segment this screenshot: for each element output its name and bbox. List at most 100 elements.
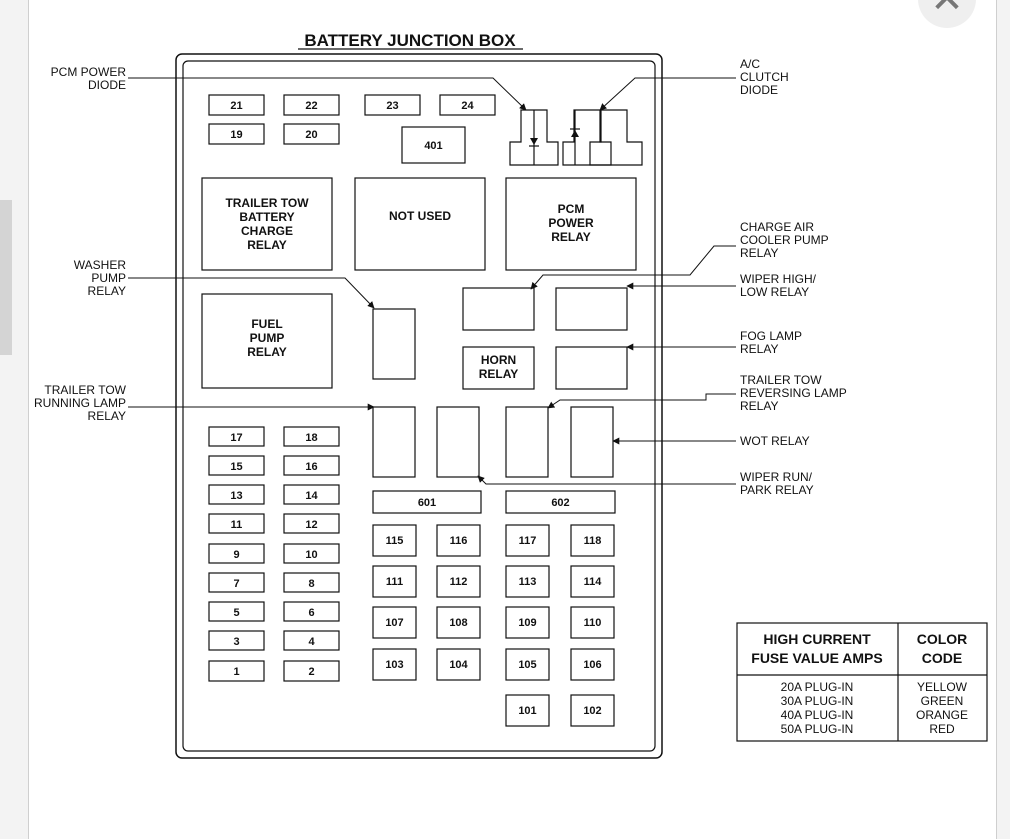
svg-text:RUNNING LAMP: RUNNING LAMP bbox=[34, 396, 126, 410]
svg-text:WIPER RUN/: WIPER RUN/ bbox=[740, 470, 813, 484]
horn-relay: HORN RELAY bbox=[462, 346, 535, 390]
svg-text:RELAY: RELAY bbox=[88, 284, 126, 298]
svg-text:16: 16 bbox=[305, 461, 317, 473]
fuse-15: 15 bbox=[208, 455, 265, 476]
fuse-113: 113 bbox=[505, 565, 550, 598]
fuse-10: 10 bbox=[283, 543, 340, 564]
fuse-103: 103 bbox=[372, 648, 417, 681]
callout-trailer-tow-reversing-lamp-relay: TRAILER TOW REVERSING LAMP RELAY bbox=[740, 373, 847, 413]
svg-text:19: 19 bbox=[230, 129, 242, 141]
svg-text:PUMP: PUMP bbox=[91, 271, 126, 285]
svg-text:RELAY: RELAY bbox=[247, 345, 287, 359]
fuse-6: 6 bbox=[283, 601, 340, 622]
callout-wot-relay: WOT RELAY bbox=[740, 434, 810, 448]
svg-text:WOT RELAY: WOT RELAY bbox=[740, 434, 810, 448]
svg-text:CODE: CODE bbox=[922, 650, 962, 666]
callout-wiper-run-park-relay: WIPER RUN/ PARK RELAY bbox=[740, 470, 814, 497]
svg-text:102: 102 bbox=[583, 705, 601, 717]
fuse-112: 112 bbox=[436, 565, 481, 598]
svg-text:111: 111 bbox=[386, 576, 403, 588]
fuse-107: 107 bbox=[372, 606, 417, 639]
svg-text:RED: RED bbox=[929, 722, 955, 736]
fuse-18: 18 bbox=[283, 426, 340, 447]
svg-text:8: 8 bbox=[308, 578, 314, 590]
svg-text:24: 24 bbox=[461, 100, 474, 112]
fuse-602: 602 bbox=[505, 490, 616, 514]
svg-text:RELAY: RELAY bbox=[740, 399, 778, 413]
svg-text:TRAILER TOW: TRAILER TOW bbox=[740, 373, 822, 387]
svg-text:A/C: A/C bbox=[740, 57, 760, 71]
svg-text:ORANGE: ORANGE bbox=[916, 708, 968, 722]
svg-text:CHARGE: CHARGE bbox=[241, 224, 293, 238]
not-used-relay: NOT USED bbox=[354, 177, 486, 271]
svg-text:9: 9 bbox=[233, 549, 239, 561]
fuse-19: 19 bbox=[208, 123, 265, 145]
svg-text:WASHER: WASHER bbox=[74, 258, 127, 272]
fuse-11: 11 bbox=[208, 513, 265, 534]
callout-trailer-tow-running-lamp-relay: TRAILER TOW RUNNING LAMP RELAY bbox=[34, 383, 127, 423]
fuse-9: 9 bbox=[208, 543, 265, 564]
leader-pcm-power-diode bbox=[128, 77, 527, 111]
svg-text:LOW RELAY: LOW RELAY bbox=[740, 285, 809, 299]
svg-text:116: 116 bbox=[450, 535, 468, 547]
pcm-power-relay: PCM POWER RELAY bbox=[505, 177, 637, 271]
washer-pump-relay bbox=[372, 308, 416, 380]
fuse-12: 12 bbox=[283, 513, 340, 534]
callout-fog-lamp-relay: FOG LAMP RELAY bbox=[740, 329, 802, 356]
svg-text:BATTERY: BATTERY bbox=[239, 210, 294, 224]
svg-text:RELAY: RELAY bbox=[247, 238, 287, 252]
fuse-14: 14 bbox=[283, 484, 340, 505]
svg-text:5: 5 bbox=[233, 607, 239, 619]
svg-text:50A PLUG-IN: 50A PLUG-IN bbox=[781, 722, 854, 736]
svg-text:1: 1 bbox=[233, 666, 239, 678]
svg-text:10: 10 bbox=[305, 549, 317, 561]
junction-box-inner bbox=[182, 60, 656, 752]
fuse-13: 13 bbox=[208, 484, 265, 505]
legend-header-color: COLOR bbox=[917, 631, 968, 647]
fuse-108: 108 bbox=[436, 606, 481, 639]
svg-text:18: 18 bbox=[305, 432, 317, 444]
fuse-23: 23 bbox=[364, 94, 421, 116]
fuse-601: 601 bbox=[372, 490, 482, 514]
wot-relay bbox=[570, 406, 614, 478]
callout-pcm-power-diode: PCM POWER DIODE bbox=[51, 65, 127, 92]
fuse-16: 16 bbox=[283, 455, 340, 476]
svg-text:101: 101 bbox=[518, 705, 536, 717]
svg-text:30A PLUG-IN: 30A PLUG-IN bbox=[781, 694, 854, 708]
fuse-111: 111 bbox=[372, 565, 417, 598]
wiper-run-park-relay bbox=[436, 406, 480, 478]
svg-text:601: 601 bbox=[418, 497, 436, 509]
leader-charge-air-cooler-pump-relay bbox=[530, 245, 736, 290]
svg-text:22: 22 bbox=[305, 100, 317, 112]
svg-text:YELLOW: YELLOW bbox=[917, 680, 968, 694]
callout-charge-air-cooler-pump-relay: CHARGE AIR COOLER PUMP RELAY bbox=[740, 220, 829, 260]
svg-text:REVERSING LAMP: REVERSING LAMP bbox=[740, 386, 847, 400]
svg-text:113: 113 bbox=[519, 576, 537, 588]
svg-text:RELAY: RELAY bbox=[740, 246, 778, 260]
svg-text:107: 107 bbox=[385, 617, 403, 629]
fuse-102: 102 bbox=[570, 694, 615, 727]
fuse-21: 21 bbox=[208, 94, 265, 116]
svg-text:7: 7 bbox=[233, 578, 239, 590]
svg-text:RELAY: RELAY bbox=[551, 230, 591, 244]
fuse-117: 117 bbox=[505, 524, 550, 557]
svg-text:RELAY: RELAY bbox=[740, 342, 778, 356]
svg-text:COOLER PUMP: COOLER PUMP bbox=[740, 233, 829, 247]
callout-wiper-high-low-relay: WIPER HIGH/ LOW RELAY bbox=[740, 272, 817, 299]
svg-text:118: 118 bbox=[584, 535, 602, 547]
svg-text:RELAY: RELAY bbox=[88, 409, 126, 423]
svg-text:117: 117 bbox=[519, 535, 537, 547]
svg-text:13: 13 bbox=[230, 490, 242, 502]
fuse-118: 118 bbox=[570, 524, 615, 557]
svg-text:PARK RELAY: PARK RELAY bbox=[740, 483, 814, 497]
svg-text:CLUTCH: CLUTCH bbox=[740, 70, 789, 84]
svg-text:23: 23 bbox=[386, 100, 398, 112]
fuse-legend-table: HIGH CURRENT FUSE VALUE AMPS COLOR CODE … bbox=[736, 622, 988, 742]
svg-text:40A PLUG-IN: 40A PLUG-IN bbox=[781, 708, 854, 722]
svg-text:2: 2 bbox=[308, 666, 314, 678]
svg-text:104: 104 bbox=[449, 659, 468, 671]
diagram-title: BATTERY JUNCTION BOX bbox=[304, 31, 516, 50]
leader-ac-clutch-diode bbox=[599, 77, 736, 111]
wiper-high-low-relay bbox=[555, 287, 628, 331]
scrollbar-thumb[interactable] bbox=[0, 200, 12, 355]
